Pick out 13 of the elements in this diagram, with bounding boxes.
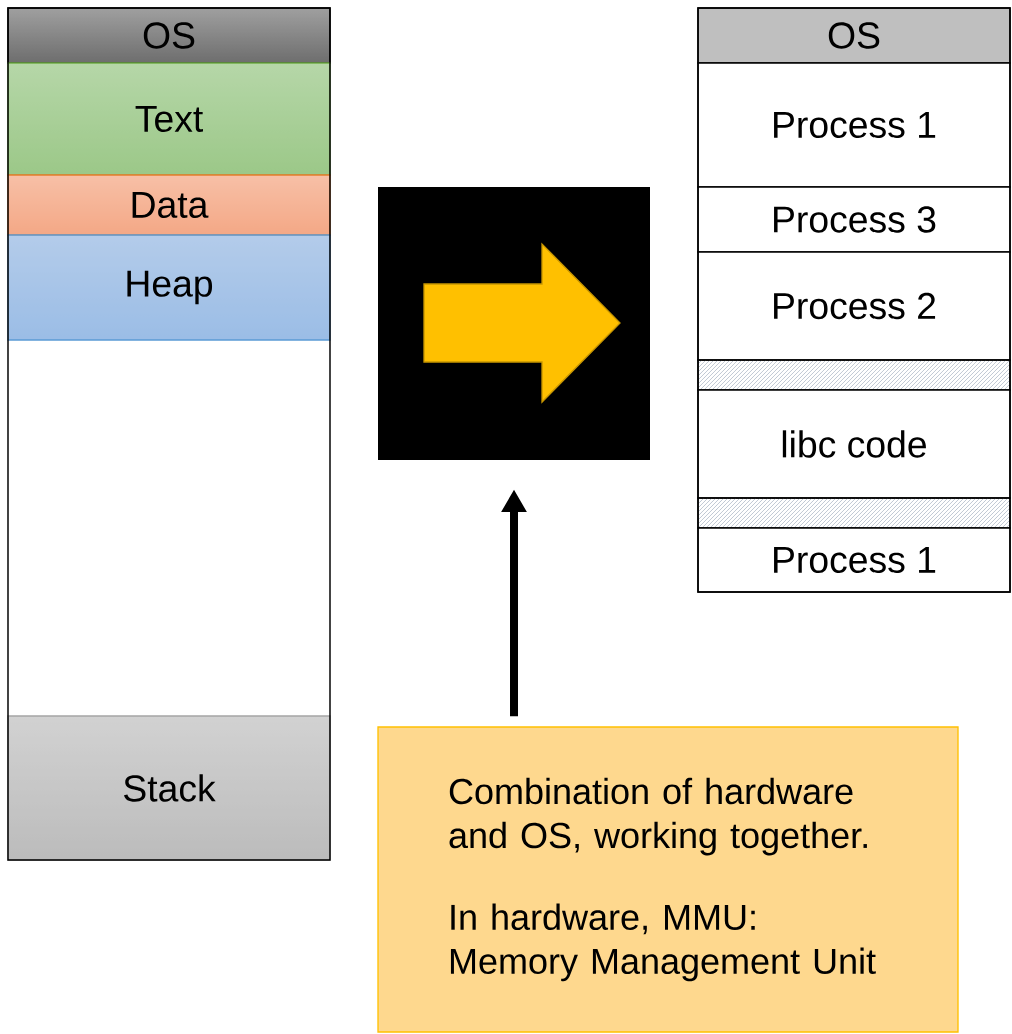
memory-segment: libc code <box>697 389 1011 499</box>
memory-segment: Heap <box>7 234 331 341</box>
memory-segment: Process 2 <box>697 251 1011 361</box>
memory-column <box>697 7 1011 593</box>
memory-segment: Process 1 <box>697 527 1011 593</box>
memory-segment: Stack <box>7 715 331 861</box>
memory-segment: OS <box>7 7 331 64</box>
memory-segment: Data <box>7 174 331 236</box>
note-box: Combination of hardware and OS, working together. In hardware, MMU: Memory Management Unit <box>377 726 959 1033</box>
memory-column <box>7 7 331 861</box>
memory-segment: OS <box>697 7 1011 64</box>
memory-segment: Process 3 <box>697 186 1011 253</box>
memory-segment: Process 1 <box>697 62 1011 188</box>
